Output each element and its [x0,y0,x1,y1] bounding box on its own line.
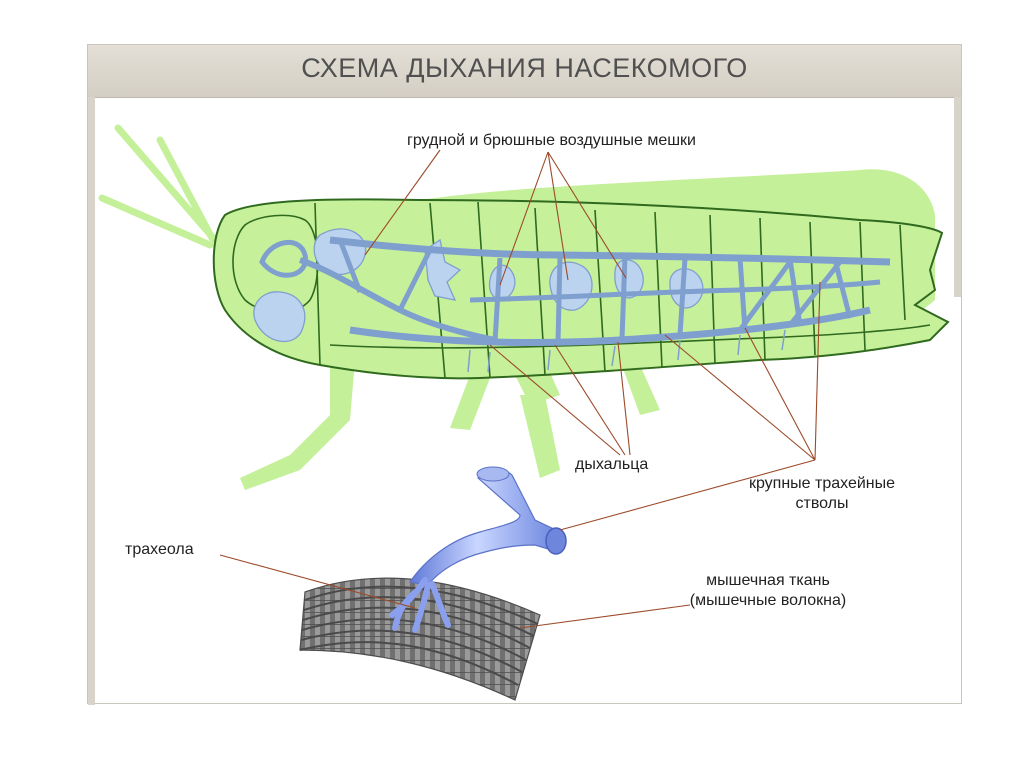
tracheole-branches [389,577,451,633]
abdominal-air-sac-2 [549,261,593,311]
slide-frame: СХЕМА ДЫХАНИЯ НАСЕКОМОГО [87,44,962,705]
leader-lines [219,149,821,629]
leader-trunk-tube [559,459,816,531]
trachea-tube-body [408,470,561,586]
trachea-tube-top [476,466,510,482]
muscle-tissue [299,577,541,701]
tracheal-connectives [337,239,853,344]
trachea-tube-opening [545,527,567,555]
ventral-tracheal-trunk [349,306,871,347]
tracheal-system [253,228,891,373]
leader-thoracic-sac [364,149,441,256]
segment-line-3 [477,201,491,379]
spiracle-marks [467,329,786,373]
leader-trunk-1 [664,334,816,461]
label-tracheole: трахеола [125,541,194,558]
dorsal-tracheal-trunk [329,236,891,266]
lateral-tracheal-trunk [469,279,881,303]
muscle-fiber-lines [299,585,539,686]
diagram-title: СХЕМА ДЫХАНИЯ НАСЕКОМОГО [301,53,748,83]
leader-spiracle-1 [489,344,621,456]
label-muscle-line2: (мышечные волокна) [689,592,847,609]
antenna-lower [98,194,214,249]
leader-abd-sac-2 [547,151,569,281]
mid-leg-shadow [240,360,355,490]
leader-muscle [519,604,691,629]
left-border-strip [88,97,95,705]
antennae [98,124,219,249]
label-spiracles: дыхальца [575,456,649,473]
antenna-upper [114,124,219,244]
segment-line-11 [899,224,906,321]
label-tracheal-trunks-line1: крупные трахейные [748,475,896,492]
label-muscle-tissue: мышечная ткань (мышечные волокна) [648,571,888,611]
leader-tracheole [219,554,416,609]
head-outline [232,214,319,314]
abdominal-air-sac-4 [669,268,704,309]
leader-spiracle-2 [554,344,626,456]
leader-abd-sac-1 [499,151,549,286]
muscle-fiber-bundle [299,577,541,701]
leader-trunk-3 [814,281,821,461]
leader-trunk-2 [744,327,816,461]
antenna-mid [156,136,216,242]
hind-leg-shadow [620,360,660,415]
head-trachea-loop [259,239,308,278]
title-bar: СХЕМА ДЫХАНИЯ НАСЕКОМОГО [88,45,961,98]
leader-spiracle-3 [617,341,631,456]
right-border-strip [954,97,961,297]
rear-leg-lower-shadow [520,395,560,478]
segment-line-1 [314,202,321,366]
label-tracheal-trunks: крупные трахейные стволы [712,474,932,514]
lateral-line [329,324,931,349]
label-air-sacs: грудной и брюшные воздушные мешки [407,132,696,149]
label-muscle-line1: мышечная ткань [706,572,830,589]
leader-abd-sac-3 [547,151,627,279]
head-air-sac [253,291,306,343]
tracheal-tube [389,466,567,633]
front-leg-shadow [450,375,490,430]
label-tracheal-trunks-line2: стволы [795,495,849,512]
